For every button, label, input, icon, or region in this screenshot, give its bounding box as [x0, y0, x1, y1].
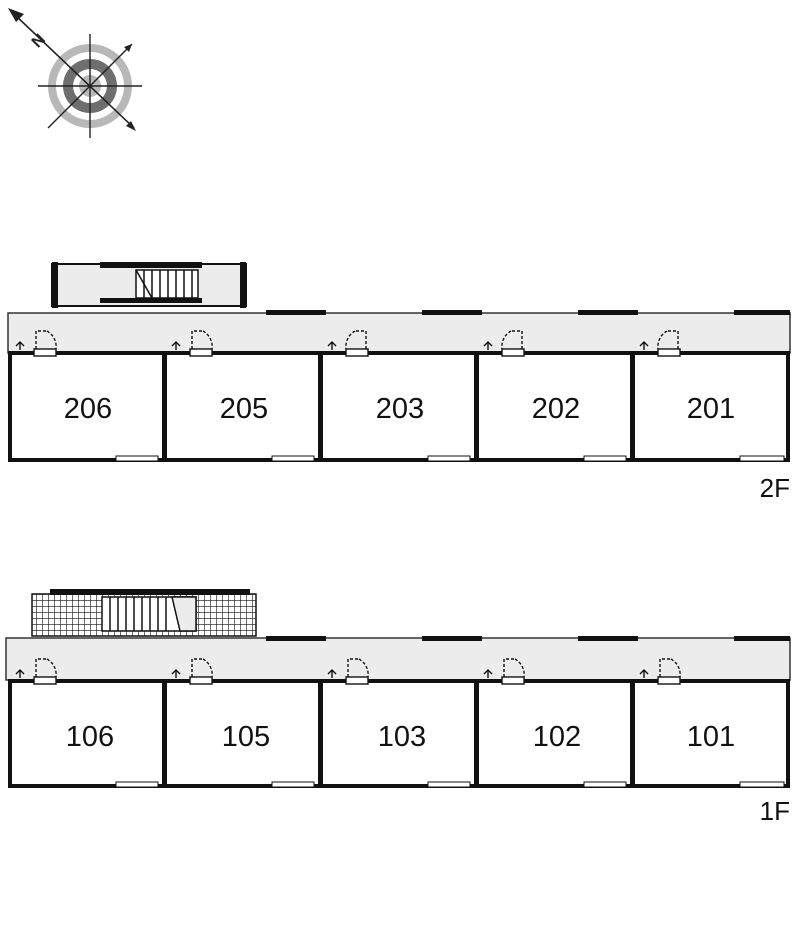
- unit-205-label: 205: [220, 393, 268, 425]
- door-201: [639, 330, 681, 357]
- windows-1f: [115, 781, 785, 788]
- railing-2f: [266, 310, 790, 315]
- unit-203-label: 203: [376, 393, 424, 425]
- floor-2-label: 2F: [760, 473, 790, 503]
- door-103: [327, 658, 369, 685]
- door-205: [171, 330, 213, 357]
- compass-rose-icon: [8, 8, 142, 138]
- unit-202-label: 202: [532, 393, 580, 425]
- corridor-1f: [5, 637, 791, 681]
- unit-105-label: 105: [222, 721, 270, 753]
- railing-1f: [266, 636, 790, 641]
- door-105: [171, 658, 213, 685]
- door-106: [15, 658, 57, 685]
- staircase-1f: [31, 589, 257, 637]
- compass: N: [8, 8, 142, 138]
- door-101: [639, 658, 681, 685]
- door-102: [483, 658, 525, 685]
- floor-2: 206 205 203 202 201 2F: [7, 262, 791, 503]
- staircase-2f: [51, 262, 247, 308]
- floor-1-label: 1F: [760, 796, 790, 826]
- party-walls-2f: [162, 353, 635, 460]
- unit-103-label: 103: [378, 721, 426, 753]
- windows-2f: [115, 455, 785, 462]
- doors-1f: [15, 658, 681, 685]
- north-label: N: [29, 31, 49, 51]
- door-203: [327, 330, 369, 357]
- door-202: [483, 330, 525, 357]
- unit-101-label: 101: [687, 721, 735, 753]
- unit-106-label: 106: [66, 721, 114, 753]
- unit-201-label: 201: [687, 393, 735, 425]
- door-206: [15, 330, 57, 357]
- corridor-2f: [7, 312, 791, 354]
- party-walls-1f: [162, 681, 635, 786]
- doors-2f: [15, 330, 681, 357]
- unit-206-label: 206: [64, 393, 112, 425]
- unit-102-label: 102: [533, 721, 581, 753]
- floor-1: 106 105 103 102 101 1F: [5, 589, 791, 826]
